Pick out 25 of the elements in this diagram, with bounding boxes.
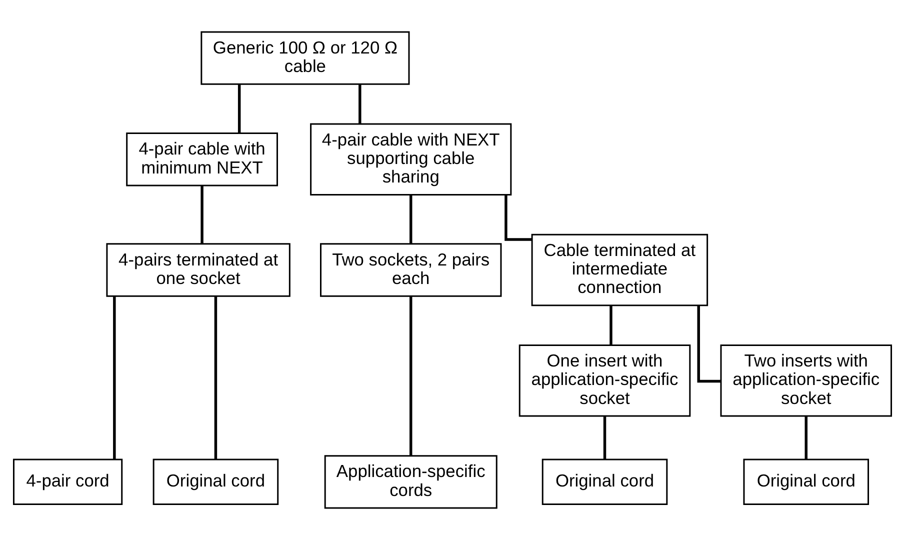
connector xyxy=(200,185,204,244)
connector xyxy=(113,296,116,459)
node-box: Application-specific cords xyxy=(324,454,498,508)
connector xyxy=(504,194,532,240)
connector xyxy=(804,416,808,459)
node-box: Generic 100 Ω or 120 Ω cable xyxy=(200,30,410,84)
node-box: Original cord xyxy=(743,458,870,505)
node-box: 4-pair cable with NEXT supporting cable sharing xyxy=(310,122,512,196)
connector xyxy=(610,305,612,345)
node-box: 4-pair cable with minimum NEXT xyxy=(126,132,278,186)
connector xyxy=(410,194,412,244)
node-box: 4-pairs terminated at one socket xyxy=(106,242,290,296)
node-box: 4-pair cord xyxy=(13,458,123,505)
node-box: Two inserts with application-specific socket xyxy=(720,344,892,416)
node-box: Original cord xyxy=(152,458,279,505)
node-box: Original cord xyxy=(542,458,668,505)
node-box: Cable terminated at intermediate connection xyxy=(531,233,708,306)
node-box: One insert with application-specific socket xyxy=(518,344,691,416)
connector xyxy=(697,305,721,382)
connector xyxy=(238,84,241,132)
node-box: Two sockets, 2 pairs each xyxy=(320,242,502,296)
connector xyxy=(410,296,412,456)
connector xyxy=(214,296,218,459)
connector xyxy=(358,84,362,124)
connector xyxy=(603,416,606,459)
